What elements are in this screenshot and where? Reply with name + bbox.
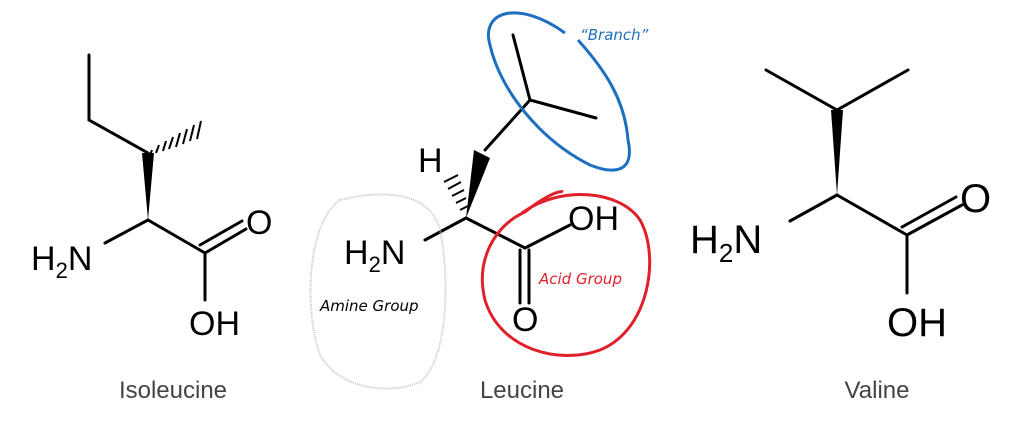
amine-label: H2N <box>344 234 405 277</box>
c-bond <box>835 193 909 237</box>
leucine-name: Leucine <box>480 377 564 404</box>
carbonyl-oxygen: O <box>512 301 538 339</box>
carbonyl-oxygen: O <box>246 204 272 242</box>
ch2-bond <box>483 98 532 152</box>
hydroxyl-label: OH <box>189 305 240 343</box>
hydroxyl-label: OH <box>887 301 947 345</box>
double-bond-a <box>203 227 248 255</box>
wedge-bond <box>466 150 490 218</box>
acid-group-outline <box>480 190 652 358</box>
branch-outline <box>487 11 631 172</box>
double-bond-a <box>905 203 964 237</box>
c-bond <box>464 216 527 250</box>
acid-group-annotation: Acid Group <box>538 270 622 288</box>
c-bond <box>146 218 207 255</box>
hashed-h-bond <box>443 174 469 211</box>
double-bond-b <box>900 195 958 229</box>
isopropyl-branch <box>764 68 910 112</box>
branch-annotation: “Branch” <box>580 26 649 44</box>
amine-label: H2N <box>31 240 92 283</box>
isoleucine-structure: H2N O OH Isoleucine <box>31 53 272 404</box>
n-bond <box>788 193 839 223</box>
hashed-methyl-bond <box>149 120 202 156</box>
n-bond <box>423 216 468 242</box>
n-bond <box>103 218 150 245</box>
amine-group-annotation: Amine Group <box>319 297 419 315</box>
amine-group-outline <box>309 193 447 390</box>
amine-label: H2N <box>690 218 762 268</box>
carbonyl-oxygen: O <box>960 177 991 221</box>
wedge-bond <box>142 153 154 220</box>
wedge-bond <box>831 110 843 195</box>
ethyl-chain <box>87 53 150 155</box>
valine-name: Valine <box>845 377 910 404</box>
isoleucine-name: Isoleucine <box>119 377 227 404</box>
oh-bond <box>523 223 572 250</box>
leucine-structure: H H2N OH O Leucine “Branch” Acid Group A… <box>309 11 652 404</box>
hydroxyl-label: OH <box>568 200 619 238</box>
valine-structure: H2N O OH Valine <box>690 68 991 404</box>
hydrogen-label: H <box>418 142 443 180</box>
double-bond-b <box>198 219 244 247</box>
